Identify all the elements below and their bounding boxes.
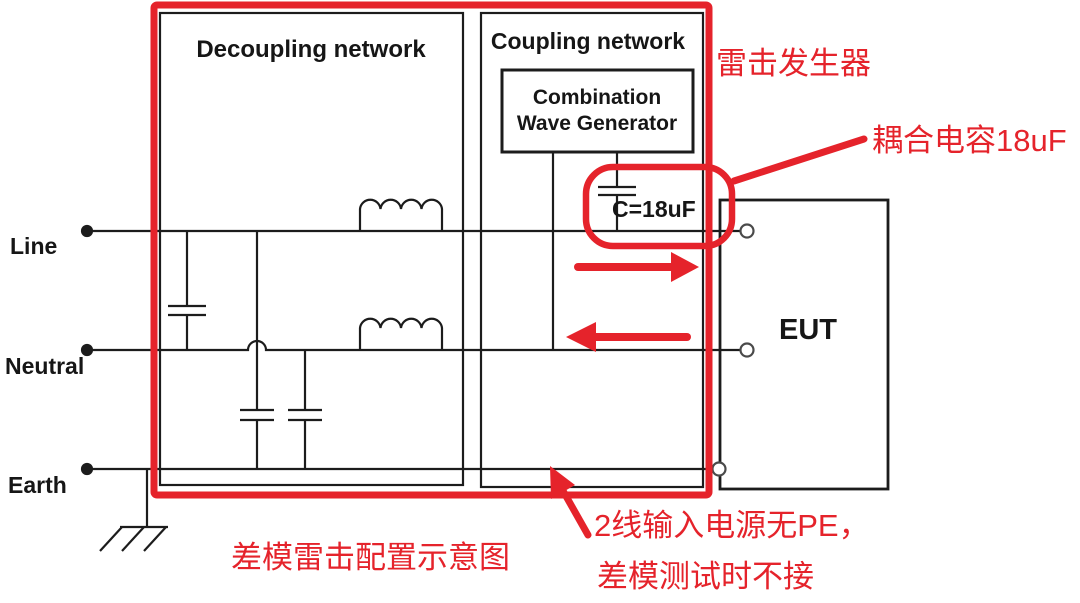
- surge-generator-highlight-rect: [150, 1, 713, 499]
- eut-title: EUT: [779, 314, 837, 346]
- ground-symbol-icon: [99, 469, 168, 552]
- line-label: Line: [10, 233, 57, 259]
- neutral-wire: [87, 339, 741, 352]
- eut-earth-terminal: [711, 461, 727, 477]
- surge-forward-arrow: [574, 252, 699, 282]
- coupling-capacitor-callout-line: [730, 135, 868, 185]
- eut-neutral-terminal: [739, 342, 755, 358]
- annotation-layer: [150, 1, 868, 539]
- line-terminal-dot: [80, 224, 94, 238]
- earth-label: Earth: [8, 472, 67, 498]
- coupling-network-box: [479, 11, 705, 489]
- coupling-capacitor-annotation: 耦合电容18uF: [872, 123, 1067, 158]
- earth-terminal-dot: [80, 462, 94, 476]
- wave-generator-title-line2: Wave Generator: [517, 112, 677, 135]
- eut-box: [718, 198, 890, 491]
- surge-return-arrow: [566, 322, 691, 352]
- neutral-earth-capacitor: [288, 350, 322, 469]
- line-inductor: [358, 198, 444, 231]
- circuit-layer: [80, 11, 890, 552]
- config-caption: 差模雷击配置示意图: [231, 540, 510, 575]
- pe-note-line1: 2线输入电源无PE，: [594, 508, 870, 543]
- neutral-label: Neutral: [5, 353, 84, 379]
- neutral-terminal-dot: [80, 343, 94, 357]
- wave-generator-title-line1: Combination: [533, 86, 661, 109]
- coupling-capacitor-highlight: [582, 163, 736, 250]
- line-earth-capacitor: [240, 231, 274, 469]
- line-neutral-capacitor: [168, 231, 206, 350]
- decoupling-network-title: Decoupling network: [196, 36, 426, 63]
- wave-generator-box: [500, 68, 695, 154]
- decoupling-network-box: [158, 11, 465, 487]
- surge-generator-annotation: 雷击发生器: [716, 46, 871, 81]
- coupling-capacitor-value: C=18uF: [612, 196, 696, 222]
- coupling-network-title: Coupling network: [491, 28, 685, 54]
- pe-note-arrow: [550, 466, 592, 539]
- pe-note-line2: 差模测试时不接: [597, 559, 814, 594]
- neutral-inductor: [358, 317, 444, 350]
- eut-line-terminal: [739, 223, 755, 239]
